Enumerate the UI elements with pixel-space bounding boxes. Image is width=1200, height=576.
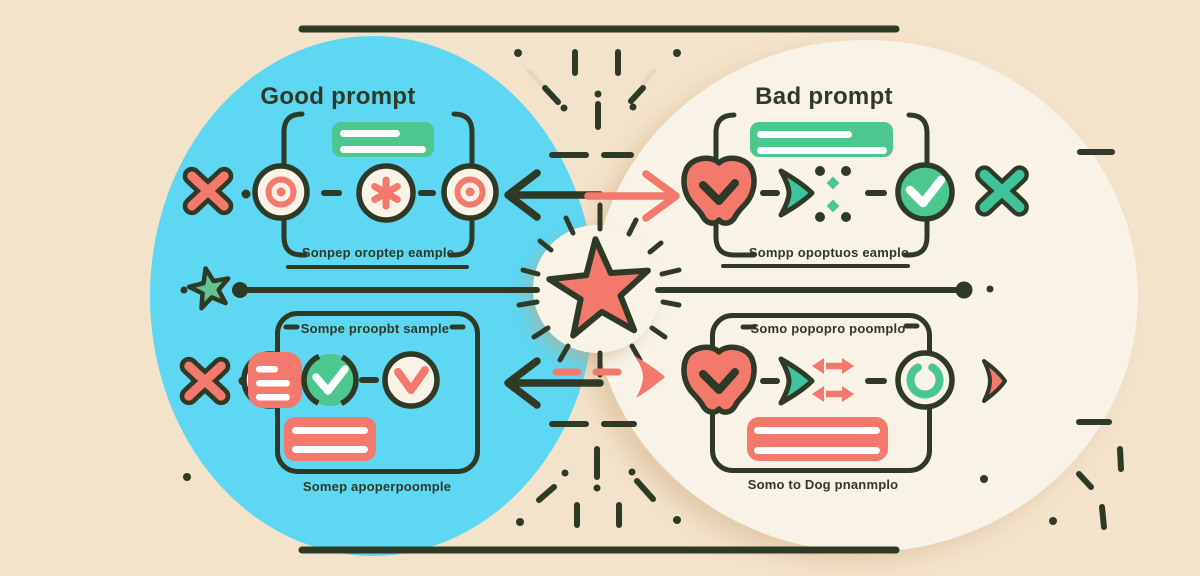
target-icon <box>444 166 496 218</box>
red-play-arrow-icon <box>982 359 1007 403</box>
good-top-flow-caption: Sonpep oroptep eample <box>301 245 455 260</box>
red-dashed-right-arrow <box>552 356 665 398</box>
speech-bubble-icon <box>241 351 302 409</box>
red-blob-check-icon <box>684 158 754 223</box>
good-bottom-box-label: Sompe proopbt sample <box>300 321 450 336</box>
asterisk-icon <box>356 163 416 223</box>
decor-dot-right <box>980 475 988 483</box>
bad-prompt-bar <box>750 122 893 157</box>
flow-dot <box>241 189 251 199</box>
good-bottom-flow-caption: Somep apoperpoomple <box>302 479 452 494</box>
green-ring-circle-icon <box>895 350 955 410</box>
double-arrows-icon <box>812 358 854 402</box>
good-bottom-flow-icons <box>189 351 440 461</box>
red-note-box <box>284 417 376 461</box>
dot-diamond-pattern <box>815 166 851 222</box>
play-arrow-icon <box>763 359 812 403</box>
bad-top-flow-frame <box>713 112 930 268</box>
bottom-center-sparkle-dashes <box>516 421 681 528</box>
bad-top-flow-caption: Sompp opoptuos eamplo <box>748 245 910 260</box>
good-prompt-title: Good prompt <box>260 83 416 110</box>
bad-prompt-title: Bad prompt <box>755 83 893 110</box>
right-side-decor-dashes <box>1049 149 1124 530</box>
green-cross-icon <box>985 175 1020 208</box>
connector-dot-small-right <box>986 285 994 293</box>
good-prompt-bar <box>332 122 434 157</box>
bad-bottom-flow-icons <box>684 347 1007 461</box>
bad-top-flow-icons <box>684 158 1020 223</box>
bottom-exchange-arrows <box>504 356 665 409</box>
connector-dot-right <box>955 281 973 299</box>
good-top-flow-icons <box>192 163 496 223</box>
top-center-sparkle-dashes <box>514 49 681 158</box>
connector-dot-left <box>232 282 248 298</box>
red-cross-icon <box>192 176 224 206</box>
red-right-arrow <box>584 170 680 222</box>
bad-bottom-flow-caption: Somo to Dog pnanmplo <box>747 477 899 492</box>
red-note-box <box>747 417 888 461</box>
bad-bottom-box-label: Somo popopro poomplo <box>750 321 906 336</box>
connector-dot-small-left <box>180 286 188 294</box>
center-star-icon <box>516 202 682 378</box>
red-cross-icon <box>189 366 221 396</box>
dark-left-arrow <box>504 357 604 409</box>
middle-connector <box>180 266 994 311</box>
green-star-icon <box>186 266 231 311</box>
green-check-dashed-icon <box>301 351 359 409</box>
decor-dot-left <box>183 473 191 481</box>
play-arrow-icon <box>763 171 812 215</box>
target-icon <box>255 166 307 218</box>
red-blob-check-icon <box>684 347 754 412</box>
top-exchange-arrows <box>504 169 680 222</box>
red-chevron-circle-icon <box>382 351 440 409</box>
good-top-flow-frame <box>281 111 475 269</box>
green-check-icon <box>895 162 955 222</box>
